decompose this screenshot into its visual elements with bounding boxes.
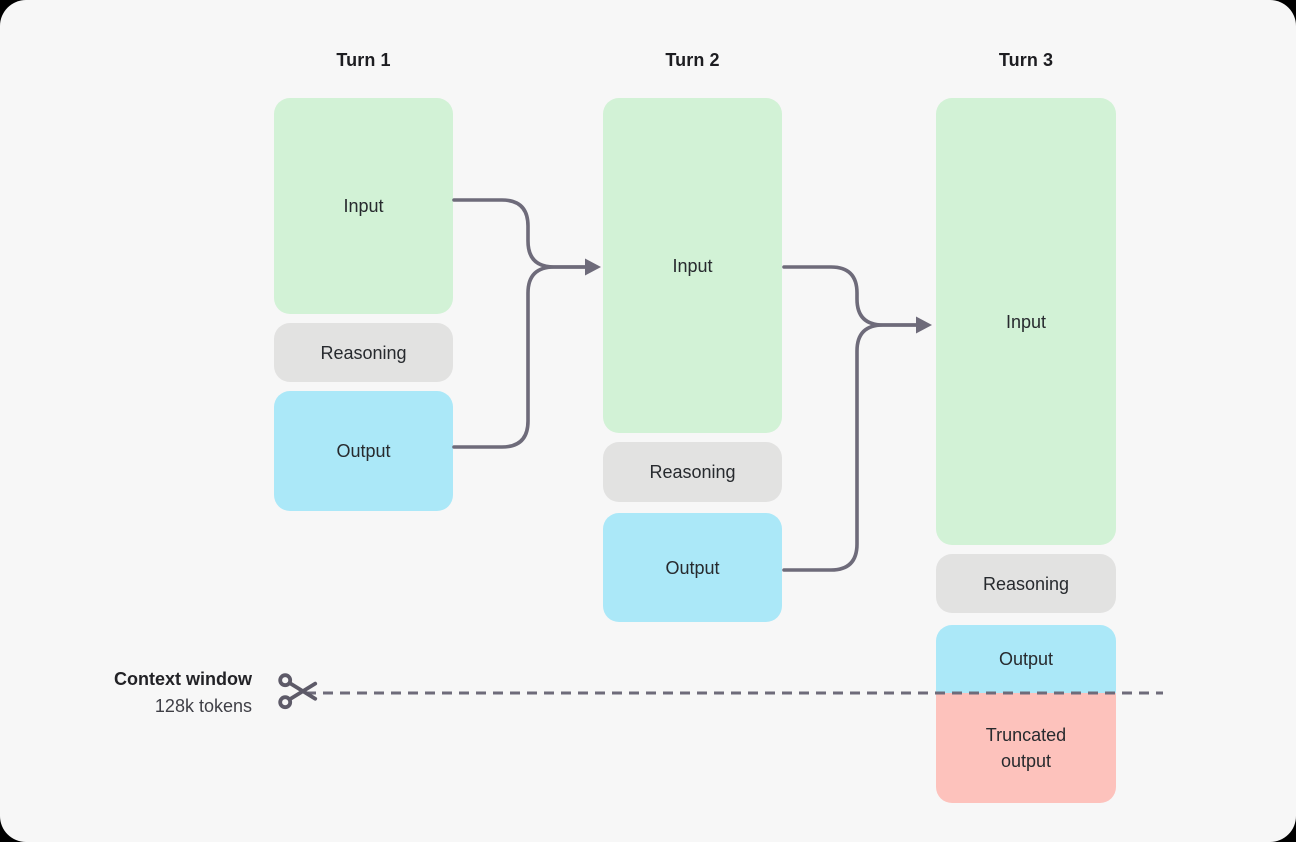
turn2-input-to-turn3-connector [782,265,918,327]
turn2-arrowhead-icon [585,258,601,276]
turn-2-column: Turn 2 Input Reasoning Output [603,0,782,842]
turn-3-input-box: Input [936,98,1116,545]
turn-1-column: Turn 1 Input Reasoning Output [274,0,453,842]
turn-3-title: Turn 3 [998,50,1054,70]
turn-2-reasoning-box: Reasoning [603,442,782,502]
turn-3-reasoning-box: Reasoning [936,554,1116,613]
turn-3-output-label: Output [998,649,1054,669]
turn2-output-to-turn3-connector [782,323,918,572]
scissors-icon [278,673,318,710]
turn-2-input-box: Input [603,98,782,433]
turn-1-output-box: Output [274,391,453,511]
turn-3-column: Turn 3 Input Reasoning Output Truncated … [936,0,1116,842]
turn-1-output-label: Output [336,441,391,461]
turn-2-reasoning-label: Reasoning [649,462,736,482]
turn3-arrowhead-icon [916,316,932,334]
turn-2-output-label: Output [665,557,720,578]
turn-3-truncated-output-label: Truncated output [985,725,1067,771]
context-window-label: Context window 128k tokens [114,666,252,720]
turn-3-input-label: Input [1005,311,1047,332]
context-window-subtitle: 128k tokens [154,696,252,716]
turn1-output-to-turn2-connector [452,265,588,449]
turn-1-input-label: Input [343,196,384,216]
turn-1-title: Turn 1 [336,50,391,70]
turn-3-reasoning-label: Reasoning [982,573,1070,594]
turn-2-title: Turn 2 [665,50,720,70]
turn-1-reasoning-label: Reasoning [320,342,407,363]
turn1-input-to-turn2-connector [452,198,588,269]
turn-1-reasoning-box: Reasoning [274,323,453,382]
turn-2-output-box: Output [603,513,782,622]
turn-3-truncated-output-box: Truncated output [936,693,1116,803]
context-window-title: Context window [114,669,252,689]
turn-1-input-box: Input [274,98,453,314]
turn-3-output-box: Output [936,625,1116,693]
turn-2-input-label: Input [672,255,713,276]
